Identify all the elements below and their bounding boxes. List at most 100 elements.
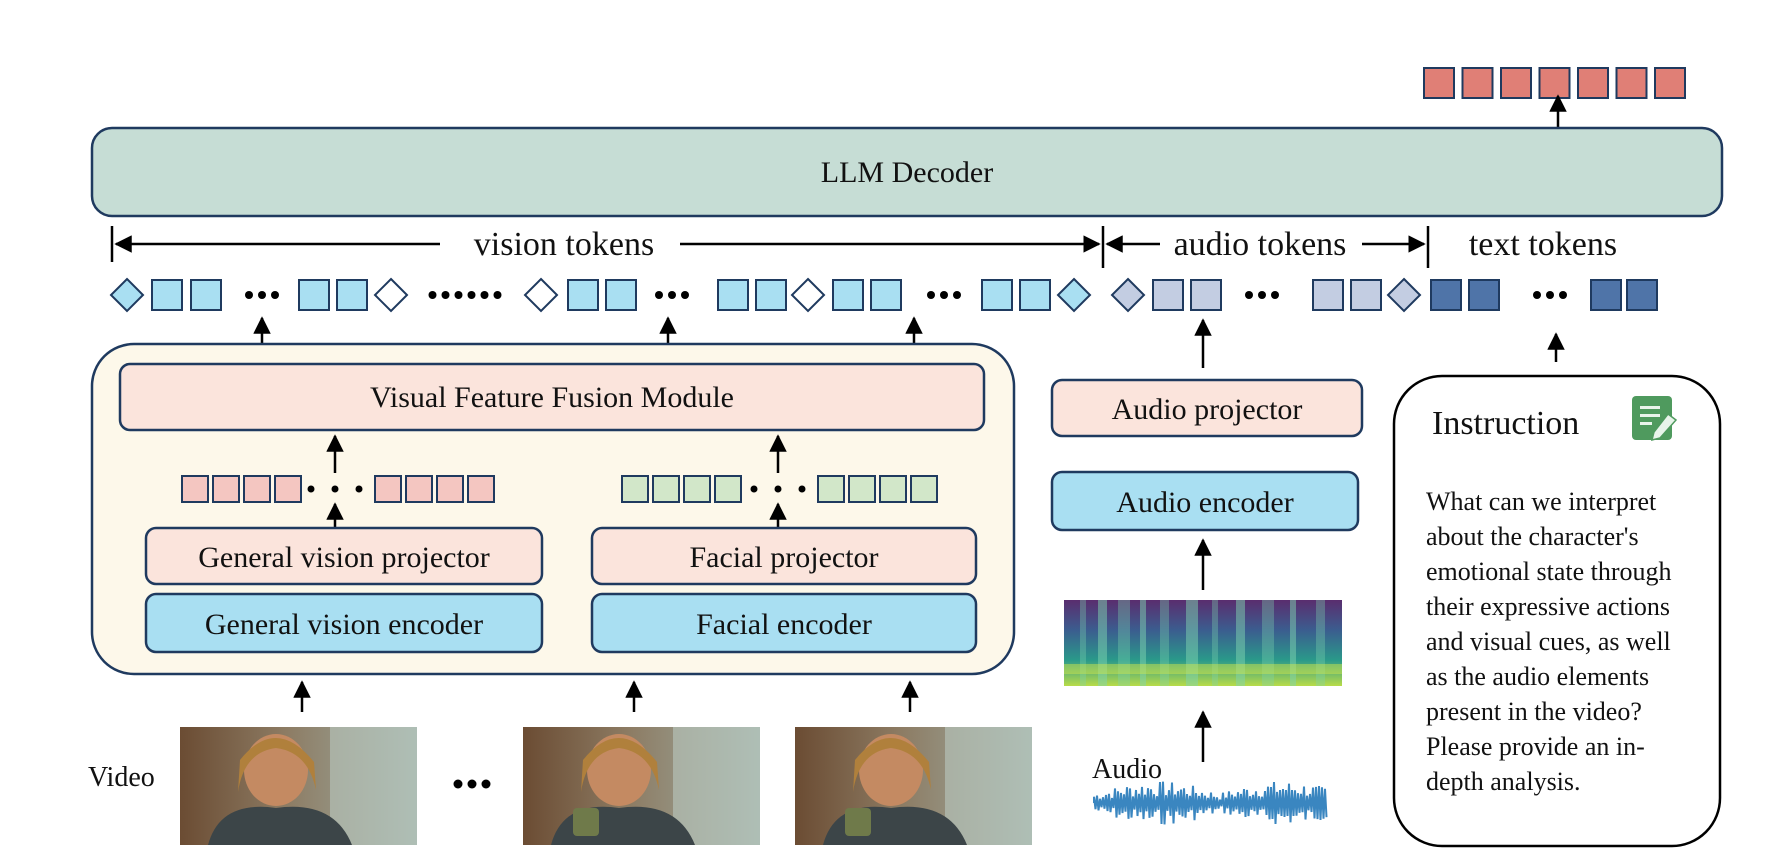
token-ellipsis-dot [940, 291, 948, 299]
feature-token [621, 475, 649, 503]
spectrogram-band [1064, 664, 1342, 674]
token-ellipsis-dot [1546, 291, 1554, 299]
token-diamond [523, 277, 559, 313]
token-diamond [373, 277, 409, 313]
output-token [1577, 67, 1609, 99]
token-square [1152, 279, 1184, 311]
token-square [1626, 279, 1658, 311]
feature-token [467, 475, 495, 503]
instruction-text: What can we interpret about the character… [1426, 487, 1672, 796]
token-square [1019, 279, 1051, 311]
token-square [981, 279, 1013, 311]
general-vision-projector-box [144, 526, 544, 586]
token-row [109, 277, 1658, 313]
feature-ellipsis-dot [798, 485, 806, 493]
token-square [717, 279, 749, 311]
audio-tokens-label: audio tokens [1174, 226, 1347, 263]
video-frame [523, 727, 760, 845]
instruction-line: emotional state through [1426, 557, 1672, 586]
video-label: Video [88, 762, 155, 793]
spectrogram-band [1212, 600, 1218, 686]
token-square [832, 279, 864, 311]
token-ellipsis-dot [454, 291, 463, 299]
video-frame [795, 727, 1032, 845]
audio-encoder-label: Audio encoder [1116, 486, 1293, 519]
spectrogram-band [1098, 600, 1107, 686]
audio-label: Audio [1092, 754, 1162, 785]
frames-ellipsis [453, 779, 491, 789]
instruction-line: present in the video? [1426, 697, 1642, 726]
token-ellipsis-dot [1245, 291, 1253, 299]
output-token [1461, 67, 1494, 99]
token-square [151, 279, 183, 311]
video-frames [180, 727, 1032, 845]
token-square [298, 279, 330, 311]
feature-token [652, 475, 680, 503]
feature-token [405, 475, 433, 503]
feature-token [243, 475, 271, 503]
token-square [1430, 279, 1462, 311]
feature-token [436, 475, 464, 503]
output-token [1423, 67, 1455, 99]
token-ellipsis-dot [953, 291, 961, 299]
general-vision-encoder-label: General vision encoder [205, 608, 483, 641]
token-square [870, 279, 902, 311]
feature-token [714, 475, 742, 503]
feature-ellipsis-dot [331, 485, 339, 493]
instruction-line: about the character's [1426, 522, 1639, 551]
instruction-line: Please provide an in- [1426, 732, 1645, 761]
feature-token [910, 475, 938, 503]
token-ellipsis-dot [1533, 291, 1541, 299]
text-tokens-label: text tokens [1469, 226, 1617, 263]
output-token [1615, 67, 1648, 99]
spectrogram-band [1118, 600, 1130, 686]
spectrogram-band [1262, 600, 1274, 686]
video-frame [180, 727, 417, 845]
facial-encoder-box [590, 592, 978, 654]
facial-feature-tokens [621, 475, 938, 503]
token-diamond [790, 277, 826, 313]
llm-decoder-label: LLM Decoder [821, 156, 993, 189]
feature-token [683, 475, 711, 503]
facial-projector-box [590, 526, 978, 586]
facial-projector-label: Facial projector [689, 541, 878, 574]
token-square [1312, 279, 1344, 311]
token-square [336, 279, 368, 311]
feature-token [212, 475, 240, 503]
audio-projector-box [1050, 378, 1364, 438]
instruction-line: their expressive actions [1426, 592, 1670, 621]
facial-encoder-label: Facial encoder [696, 608, 872, 641]
token-ellipsis-dot [681, 291, 689, 299]
instruction-box [1392, 374, 1722, 848]
token-ellipsis-dot [258, 291, 266, 299]
token-square [1468, 279, 1500, 311]
token-ellipsis-dot [467, 291, 476, 299]
feature-ellipsis-dot [355, 485, 363, 493]
instruction-title: Instruction [1432, 405, 1579, 442]
token-ellipsis-dot [480, 291, 489, 299]
feature-token [848, 475, 876, 503]
instruction-line: depth analysis. [1426, 767, 1581, 796]
general-vision-encoder-box [144, 592, 544, 654]
token-diamond [1056, 277, 1092, 313]
spectrogram-band [1080, 600, 1086, 686]
audio-encoder-box [1050, 470, 1360, 532]
token-ellipsis-dot [668, 291, 676, 299]
feature-token [817, 475, 845, 503]
spectrogram-band [1290, 600, 1296, 686]
instruction-line: What can we interpret [1426, 487, 1657, 516]
token-ellipsis-dot [1258, 291, 1266, 299]
token-ellipsis-dot [271, 291, 279, 299]
token-square [1190, 279, 1222, 311]
visual-fusion-module-box [118, 362, 986, 432]
output-token [1654, 67, 1686, 99]
token-ellipsis-dot [1271, 291, 1279, 299]
audio-projector-label: Audio projector [1112, 393, 1303, 426]
token-square [755, 279, 787, 311]
document-edit-icon [1632, 396, 1678, 442]
token-ellipsis-dot [441, 291, 450, 299]
feature-ellipsis-dot [307, 485, 315, 493]
spectrogram-band [1140, 600, 1146, 686]
token-square [1350, 279, 1382, 311]
